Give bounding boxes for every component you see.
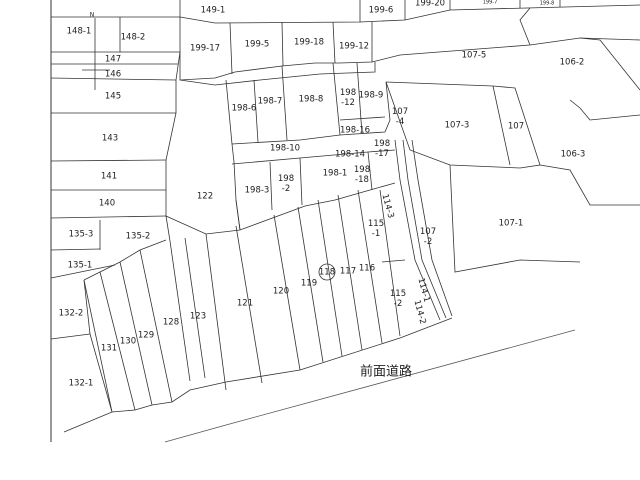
lot-label-130: 130 — [120, 337, 136, 347]
lot-label-132-1: 132-1 — [69, 379, 94, 389]
lot-label-198-14: 198-14 — [335, 150, 365, 160]
lot-label-114-2: 114-2 — [411, 299, 427, 325]
lot-label-199-20: 199-20 — [415, 0, 445, 9]
lot-label-147: 147 — [105, 55, 121, 65]
lot-label-198-8: 198-8 — [299, 95, 324, 105]
lot-label-122: 122 — [197, 192, 213, 202]
lot-label-198-17: 198-17 — [374, 139, 390, 159]
lot-label-199-17: 199-17 — [190, 44, 220, 54]
lot-label-198-10: 198-10 — [270, 144, 300, 154]
lot-label-199-18: 199-18 — [294, 38, 324, 48]
highlight-circle — [318, 263, 336, 281]
lot-label-107-1: 107-1 — [499, 219, 524, 229]
lot-label-107-2: 107-2 — [420, 227, 436, 247]
lot-label-148-2: 148-2 — [121, 33, 146, 43]
north-symbol: N — [90, 12, 95, 19]
parcel-boundaries — [50, 0, 640, 443]
lot-label-115-2: 115-2 — [390, 289, 406, 309]
lot-label-117: 117 — [340, 267, 356, 277]
lot-label-121: 121 — [237, 299, 253, 309]
lot-label-145: 145 — [105, 92, 121, 102]
lot-label-128: 128 — [163, 318, 179, 328]
lot-label-198-16: 198-16 — [340, 126, 370, 136]
lot-label-119: 119 — [301, 279, 317, 289]
lot-label-107-3: 107-3 — [445, 121, 470, 131]
lot-label-198-1: 198-1 — [323, 169, 348, 179]
lot-label-120: 120 — [273, 287, 289, 297]
lot-label-115-1: 115-1 — [368, 219, 384, 239]
lot-label-141: 141 — [101, 172, 117, 182]
lot-label-118: 118 — [319, 268, 335, 278]
lot-label-199-8: 199-8 — [540, 1, 555, 7]
lot-label-107-4: 107-4 — [392, 107, 408, 127]
lot-label-106-3: 106-3 — [561, 150, 586, 160]
lot-label-129: 129 — [138, 331, 154, 341]
lot-label-107-5: 107-5 — [462, 51, 487, 61]
lot-label-107: 107 — [508, 122, 524, 132]
lot-label-198-18: 198-18 — [354, 165, 370, 185]
lot-label-199-7: 199-7 — [483, 0, 498, 6]
lot-label-199-12: 199-12 — [339, 42, 369, 52]
lot-label-123: 123 — [190, 312, 206, 322]
lot-label-135-3: 135-3 — [69, 230, 94, 240]
lot-label-135-2: 135-2 — [126, 232, 151, 242]
lot-label-198-9: 198-9 — [359, 91, 384, 101]
lot-label-116: 116 — [359, 264, 375, 274]
lot-label-132-2: 132-2 — [59, 309, 84, 319]
lot-label-106-2: 106-2 — [560, 58, 585, 68]
lot-label-198-3: 198-3 — [245, 186, 270, 196]
lot-label-135-1: 135-1 — [68, 261, 93, 271]
road-name: 前面道路 — [360, 364, 412, 380]
lot-label-199-6: 199-6 — [369, 6, 394, 16]
lot-label-140: 140 — [99, 199, 115, 209]
lot-label-148-1: 148-1 — [67, 27, 92, 37]
lot-labels: 149-1 199-6 199-20 199-7 199-8 148-1 148-2 147 1… — [59, 0, 586, 389]
lot-label-198-7: 198-7 — [258, 97, 283, 107]
lot-label-131: 131 — [101, 344, 117, 354]
lot-label-149-1: 149-1 — [201, 6, 226, 16]
lot-label-199-5: 199-5 — [245, 40, 270, 50]
lot-label-143: 143 — [102, 134, 118, 144]
lot-label-198-6: 198-6 — [232, 104, 257, 114]
lot-label-198-12: 198-12 — [340, 88, 356, 108]
lot-label-146: 146 — [105, 70, 121, 80]
lot-label-198-2: 198-2 — [278, 174, 294, 194]
